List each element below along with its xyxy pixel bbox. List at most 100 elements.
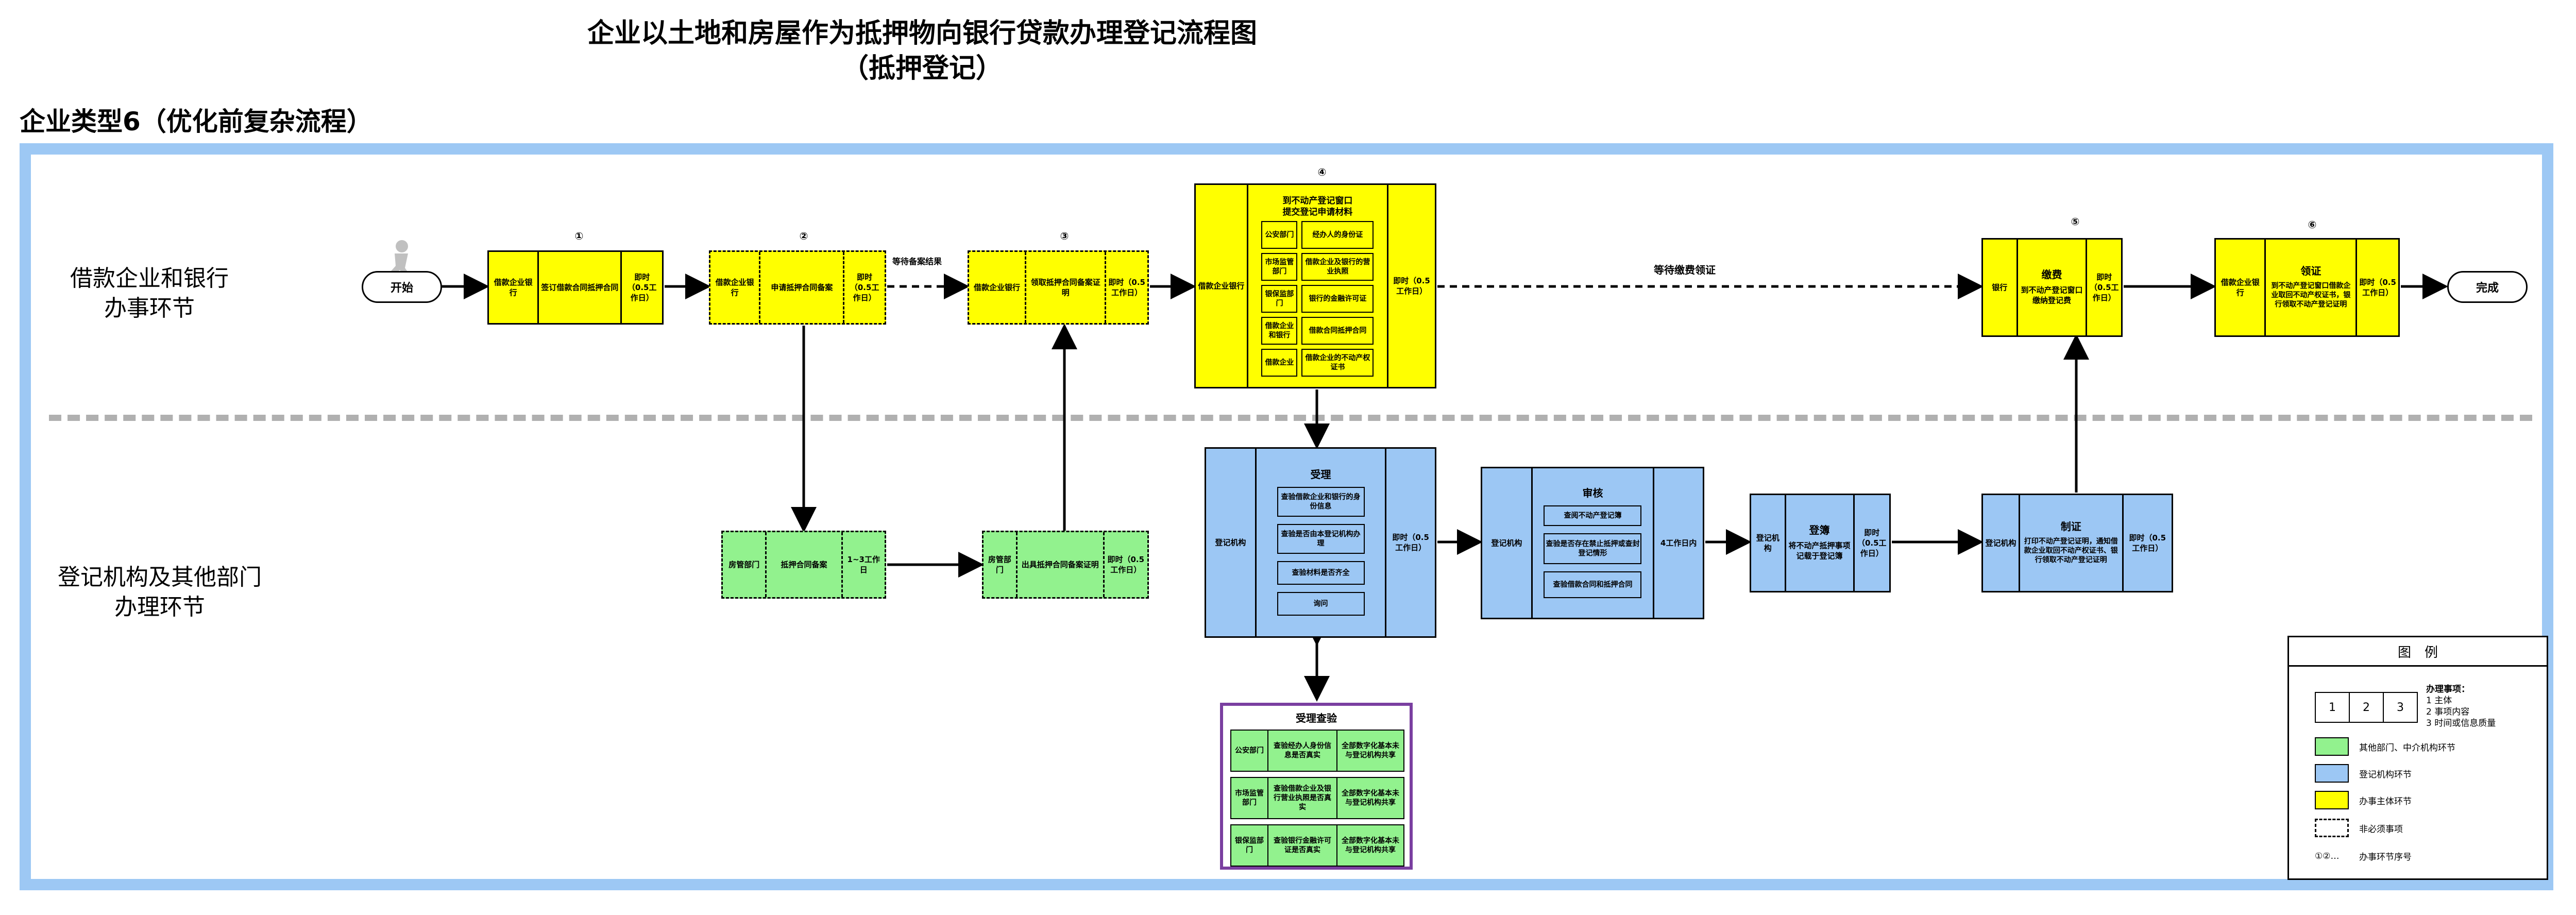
legend-sample-box: 1 2 3: [2315, 692, 2418, 723]
check-item: 查验借款企业及银行营业执照是否真实: [1267, 778, 1336, 818]
legend: 图 例 1 2 3 办理事项： 1 主体 2 事项内容 3 时间或信息质量 其他…: [2287, 636, 2548, 880]
legend-key-line: 1 主体: [2426, 696, 2452, 706]
legend-key-line: 3 时间或信息质量: [2426, 718, 2496, 728]
step-1-content: 签订借款合同抵押合同: [537, 252, 620, 323]
legend-green-label: 其他部门、中介机构环节: [2359, 742, 2455, 753]
check-mode: 全部数字化基本未与登记机构共享: [1336, 731, 1403, 771]
wait-fee-label: 等待缴费领证: [1654, 264, 1716, 276]
doc-item: 借款合同抵押合同: [1301, 317, 1374, 345]
step-6-subject: 借款企业银行: [2221, 278, 2260, 297]
legend-blue-label: 登记机构环节: [2359, 769, 2412, 780]
lane-label-bottom: 登记机构及其他部门 办理环节: [52, 563, 268, 622]
start-terminal: 开始: [362, 271, 442, 303]
legend-dashed-swatch: [2315, 819, 2349, 837]
step-4-subject: 借款企业银行: [1198, 281, 1245, 291]
legend-sample-3: 3: [2383, 693, 2417, 722]
step-3-content: 领取抵押合同备案证明: [1025, 252, 1105, 323]
step-4-doc-list: 公安部门 经办人的身份证 市场监管部门 借款企业及银行的营业执照 银保监部门 银…: [1261, 221, 1374, 377]
step-number-1: ①: [574, 230, 584, 242]
legend-yellow-swatch: [2315, 791, 2349, 809]
step-number-4: ④: [1317, 166, 1327, 178]
step-number-5: ⑤: [2071, 215, 2080, 228]
legend-yellow: 办事主体环节: [2315, 791, 2412, 809]
legend-key: 办理事项： 1 主体 2 事项内容 3 时间或信息质量: [2426, 684, 2496, 729]
check-panel: 受理查验 公安部门 查验经办人身份信息是否真实 全部数字化基本未与登记机构共享 …: [1220, 703, 1413, 870]
issue-content-col: 制证 打印不动产登记证明，通知借款企业取回不动产权证书、银行领取不动产登记证明: [2018, 495, 2122, 591]
issue-org: 登记机构: [1985, 538, 2016, 548]
accept-content: 受理 查验借款企业和银行的身份信息 查验是否由本登记机构办理 查验材料是否齐全 …: [1255, 449, 1385, 636]
step-3-subject: 借款企业银行: [974, 283, 1021, 292]
lane-top-line1: 借款企业和银行: [70, 265, 229, 292]
step-4-time: 即时（0.5工作日）: [1387, 185, 1435, 387]
step-1-box: 借款企业银行 签订借款合同抵押合同 即时（0.5工作日）: [487, 250, 664, 325]
doc-org: 市场监管部门: [1261, 253, 1298, 281]
check-org: 银保监部门: [1231, 825, 1267, 866]
filing-content: 抵押合同备案: [765, 532, 841, 597]
step-1-subject: 借款企业银行: [494, 278, 533, 297]
filing-org: 房管部门: [728, 560, 760, 569]
legend-yellow-label: 办事主体环节: [2359, 796, 2412, 807]
legend-title: 图 例: [2289, 637, 2547, 667]
doc-org: 借款企业: [1261, 349, 1298, 377]
legend-numbers-label: 办事环节序号: [2359, 852, 2412, 862]
legend-dashed: 非必须事项: [2315, 819, 2403, 837]
cert-time: 即时（0.5工作日）: [1103, 532, 1147, 597]
issue-time: 即时（0.5工作日）: [2122, 495, 2172, 591]
check-item: 查验经办人身份信息是否真实: [1267, 731, 1336, 771]
accept-box: 登记机构 受理 查验借款企业和银行的身份信息 查验是否由本登记机构办理 查验材料…: [1205, 447, 1436, 638]
lane-bottom-line2: 办理环节: [114, 594, 205, 620]
step-number-2: ②: [799, 230, 808, 242]
doc-org: 借款企业和银行: [1261, 317, 1298, 345]
cert-box: 房管部门 出具抵押合同备案证明 即时（0.5工作日）: [982, 531, 1149, 599]
filing-time: 1~3工作日: [841, 532, 885, 597]
check-row: 市场监管部门 查验借款企业及银行营业执照是否真实 全部数字化基本未与登记机构共享: [1230, 777, 1404, 819]
check-org: 公安部门: [1231, 731, 1267, 771]
doc-org: 银保监部门: [1261, 285, 1298, 313]
legend-key-title: 办理事项：: [2426, 684, 2470, 694]
doc-item: 借款企业及银行的营业执照: [1301, 253, 1374, 281]
end-terminal: 完成: [2447, 271, 2528, 303]
wait-filing-label: 等待备案结果: [892, 257, 942, 266]
legend-sample-1: 1: [2329, 701, 2336, 714]
issue-content: 打印不动产登记证明，通知借款企业取回不动产权证书、银行领取不动产登记证明: [2024, 537, 2118, 564]
check-title: 受理查验: [1296, 712, 1337, 724]
doc-org: 公安部门: [1261, 221, 1298, 249]
lane-top-line2: 办事环节: [104, 295, 195, 321]
register-content-col: 登簿 将不动产抵押事项记载于登记簿: [1784, 495, 1853, 591]
page-title: 企业以土地和房屋作为抵押物向银行贷款办理登记流程图: [587, 18, 1257, 49]
check-item: 查验银行金融许可证是否真实: [1267, 825, 1336, 866]
check-row: 银保监部门 查验银行金融许可证是否真实 全部数字化基本未与登记机构共享: [1230, 824, 1404, 867]
accept-item: 查验借款企业和银行的身份信息: [1277, 487, 1365, 517]
review-box: 登记机构 审核 查阅不动产登记簿 查验是否存在禁止抵押或查封登记情形 查验借款合…: [1481, 467, 1704, 619]
section-title: 企业类型6（优化前复杂流程）: [20, 107, 372, 137]
lane-label-top: 借款企业和银行 办事环节: [52, 264, 247, 324]
review-item: 查验借款合同和抵押合同: [1544, 571, 1642, 598]
page-title-sub: （抵押登记）: [841, 53, 1003, 84]
review-item: 查验是否存在禁止抵押或查封登记情形: [1544, 533, 1642, 564]
legend-key-line: 2 事项内容: [2426, 707, 2470, 717]
review-content: 审核 查阅不动产登记簿 查验是否存在禁止抵押或查封登记情形 查验借款合同和抵押合…: [1531, 468, 1653, 618]
accept-title: 受理: [1310, 468, 1331, 481]
accept-item: 查验是否由本登记机构办理: [1277, 524, 1365, 554]
lane-bottom-line1: 登记机构及其他部门: [58, 564, 262, 590]
doc-item: 借款企业的不动产权证书: [1301, 349, 1374, 377]
step-5-box: 银行 缴费 到不动产登记窗口缴纳登记费 即时（0.5工作日）: [1981, 238, 2123, 337]
step-number-6: ⑥: [2308, 218, 2317, 231]
diagram-frame: [20, 143, 2553, 890]
legend-sample-2: 2: [2349, 693, 2383, 722]
issue-box: 登记机构 制证 打印不动产登记证明，通知借款企业取回不动产权证书、银行领取不动产…: [1981, 494, 2173, 592]
check-mode: 全部数字化基本未与登记机构共享: [1336, 825, 1403, 866]
accept-time: 即时（0.5工作日）: [1385, 449, 1435, 636]
step-4-content: 到不动产登记窗口 提交登记申请材料 公安部门 经办人的身份证 市场监管部门 借款…: [1246, 185, 1387, 387]
step-5-title: 缴费: [2041, 268, 2062, 281]
accept-org: 登记机构: [1215, 538, 1246, 547]
register-box: 登记机构 登簿 将不动产抵押事项记载于登记簿 即时（0.5工作日）: [1750, 494, 1891, 592]
check-mode: 全部数字化基本未与登记机构共享: [1336, 778, 1403, 818]
issue-title: 制证: [2060, 520, 2081, 533]
step-6-title: 领证: [2300, 265, 2321, 277]
step-4-box: 借款企业银行 到不动产登记窗口 提交登记申请材料 公安部门 经办人的身份证 市场…: [1194, 183, 1436, 388]
legend-numbers-symbol: ①②…: [2315, 851, 2340, 861]
check-row: 公安部门 查验经办人身份信息是否真实 全部数字化基本未与登记机构共享: [1230, 730, 1404, 772]
step-6-box: 借款企业银行 领证 到不动产登记窗口借款企业取回不动产权证书，银行领取不动产登记…: [2214, 238, 2400, 337]
step-5-time: 即时（0.5工作日）: [2086, 240, 2121, 335]
